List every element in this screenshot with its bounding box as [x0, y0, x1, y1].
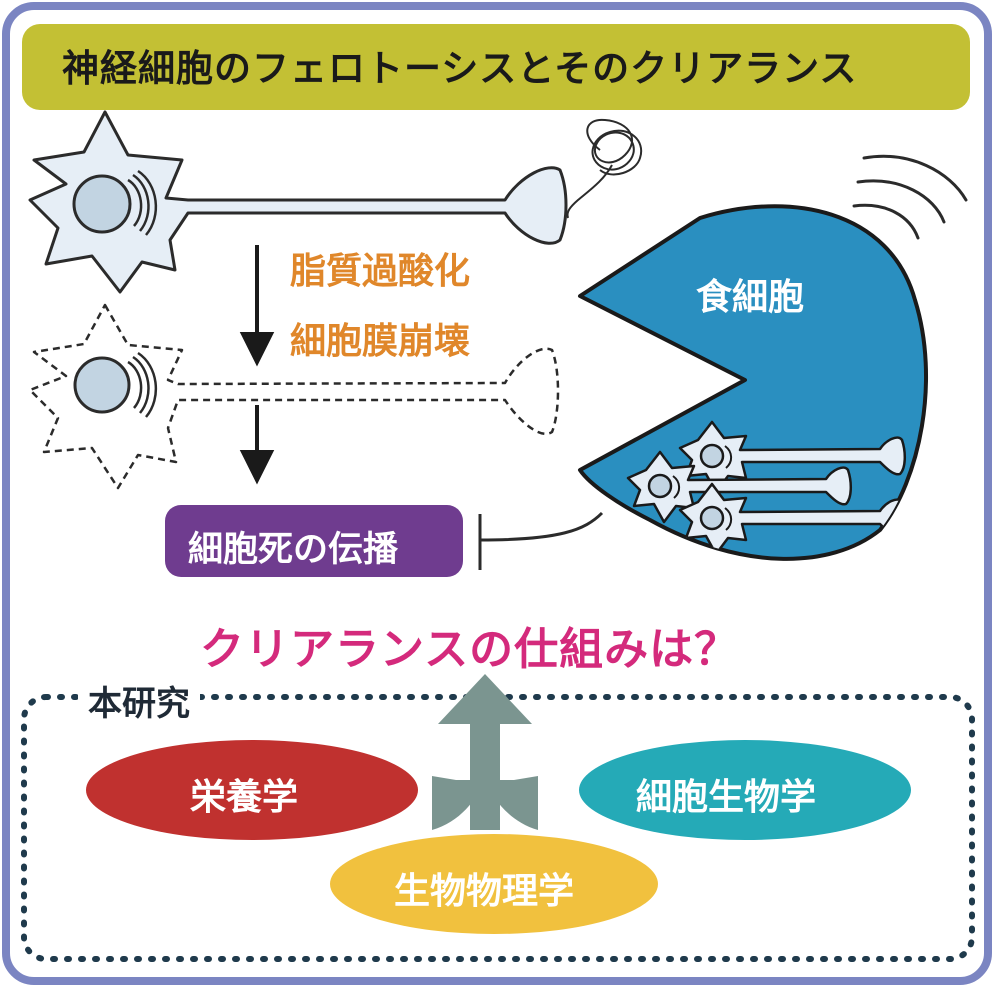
biophysics-ellipse — [330, 834, 658, 934]
phagocyte-label: 食細胞 — [696, 277, 805, 318]
nutrition-ellipse — [86, 740, 418, 840]
death-propagation-box — [165, 505, 463, 577]
inhibition-line — [478, 511, 604, 570]
death-propagation-label: 細胞死の伝播 — [188, 530, 399, 570]
nucleus-icon — [72, 174, 132, 234]
arrow-down-icon — [239, 245, 275, 485]
title-bar — [22, 24, 970, 110]
field-cell-biology: 細胞生物学 — [636, 777, 817, 818]
question-text: クリアランスの仕組みは？ — [200, 624, 740, 675]
engulfed-neuron — [678, 420, 906, 494]
golgi-icon — [127, 351, 158, 418]
damaged-neuron — [28, 303, 560, 490]
converging-arrow-icon — [432, 674, 538, 830]
engulfed-neurons — [626, 420, 906, 556]
lipid-peroxidation-label: 脂質過酸化 — [290, 251, 471, 292]
tangle-icon — [566, 118, 643, 219]
field-nutrition: 栄養学 — [190, 777, 299, 818]
page-title: 神経細胞のフェロトーシスとそのクリアランス — [62, 47, 858, 90]
motion-lines — [852, 154, 968, 240]
golgi-icon — [127, 169, 158, 236]
membrane-collapse-label: 細胞膜崩壊 — [290, 321, 471, 362]
healthy-neuron — [28, 110, 568, 294]
engulfed-neuron — [626, 450, 852, 524]
nucleus-icon — [73, 356, 131, 414]
field-biophysics: 生物物理学 — [394, 871, 575, 912]
study-label: 本研究 — [78, 676, 200, 725]
cell-biology-ellipse — [579, 740, 911, 840]
